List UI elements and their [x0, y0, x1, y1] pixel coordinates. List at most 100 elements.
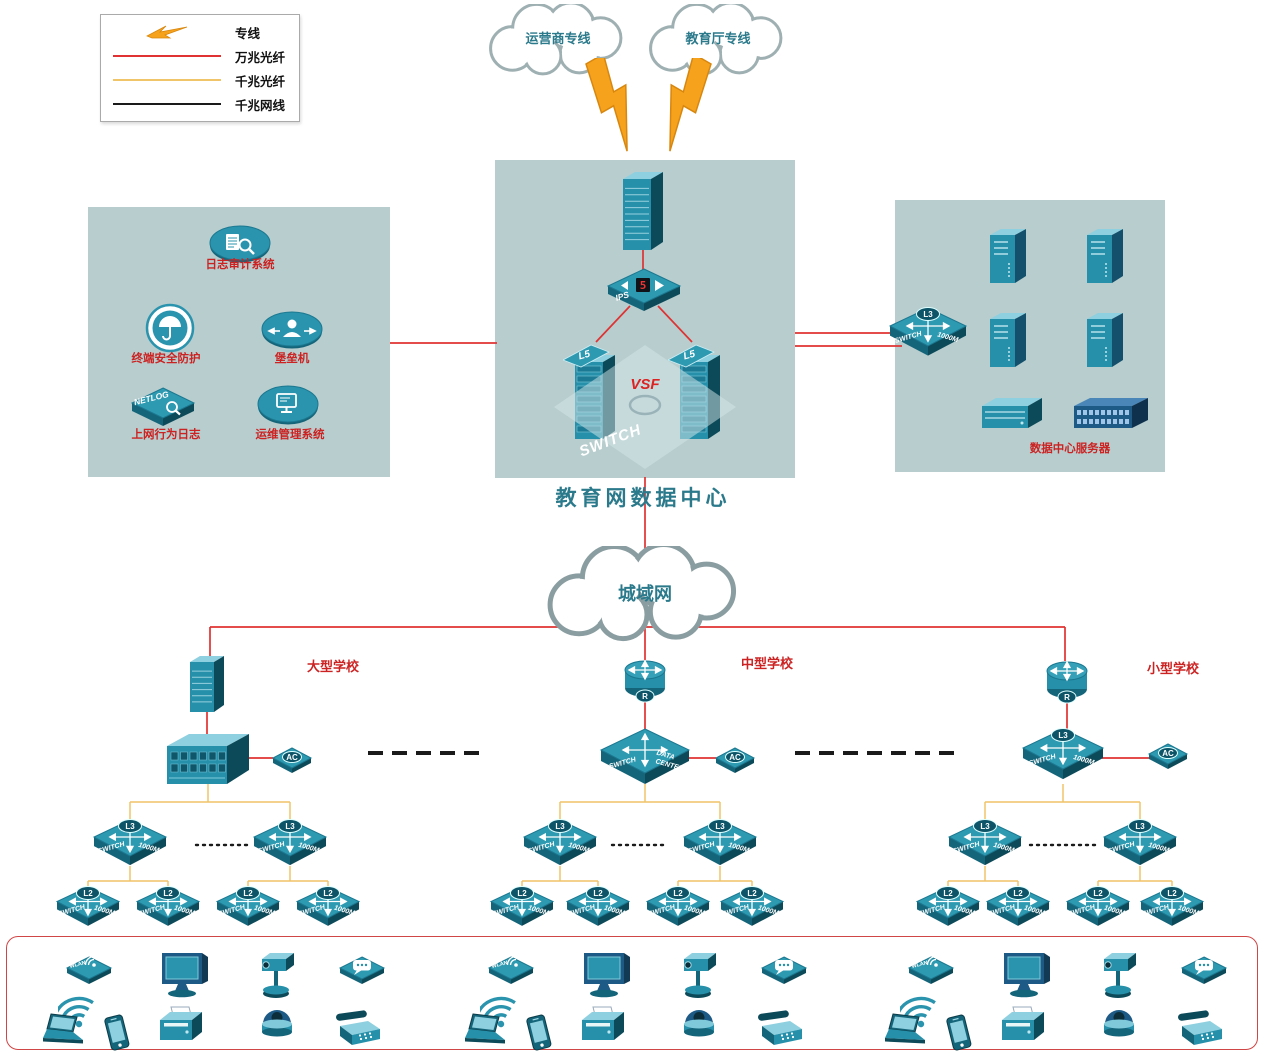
cloud-isp-label: 运营商专线: [525, 31, 591, 46]
ip-phone-icon: [754, 1010, 806, 1050]
rack-server: [1085, 312, 1125, 368]
svg-text:WLAN: WLAN: [69, 960, 86, 970]
svg-text:L2: L2: [943, 889, 953, 898]
netlog-icon: NETLOG: [130, 386, 196, 430]
log-audit-icon: [208, 224, 272, 264]
school-core-device: [165, 732, 251, 786]
legend-label: 千兆网线: [235, 98, 286, 113]
rack-server: [988, 312, 1028, 368]
svg-text:L5: L5: [577, 349, 592, 363]
ops-management-icon: [256, 384, 320, 426]
netlog-label: 上网行为日志: [131, 429, 201, 441]
cloud-edu: 教育厅专线: [642, 1, 794, 78]
wireless-controller: AC: [714, 742, 756, 776]
svg-text:AC: AC: [1162, 749, 1174, 758]
cloud-shape: [482, 1, 634, 78]
svg-text:5: 5: [640, 279, 647, 292]
laptop-icon: [40, 1012, 94, 1048]
svg-text:L5: L5: [682, 349, 697, 363]
svg-text:L2: L2: [517, 889, 527, 898]
smartphone-icon: [100, 1012, 134, 1054]
dome-camera-icon: [1097, 1004, 1141, 1044]
svg-text:L2: L2: [163, 889, 173, 898]
svg-text:L2: L2: [83, 889, 93, 898]
firewall-tower: [621, 171, 665, 251]
ops-management-label: 运维管理系统: [255, 429, 325, 441]
school-name-medium: 中型学校: [740, 656, 793, 671]
endpoint-group: WLAN: [40, 940, 432, 1052]
school-name-large: 大型学校: [306, 659, 359, 674]
wireless-ap-icon: WLAN: [65, 952, 113, 986]
legend-row-dedicated: 专线: [101, 20, 299, 44]
ptz-camera-icon: [674, 948, 724, 1000]
server-room-label: 数据中心服务器: [1029, 443, 1111, 455]
lightning-bolt-icon: [560, 52, 650, 170]
cloud-isp: 运营商专线: [482, 1, 634, 78]
voice-terminal-icon: [1180, 952, 1228, 986]
dedicated-line-icon: [109, 23, 225, 41]
bastion-host-label: 堡垒机: [274, 353, 310, 365]
terminal-security-label: 终端安全防护: [131, 353, 201, 365]
legend-label: 专线: [235, 26, 261, 41]
endpoint-group: WLAN: [882, 940, 1265, 1052]
cloud-shape: [535, 542, 755, 644]
endpoint-group: WLAN: [462, 940, 854, 1052]
printer-icon: [154, 1004, 208, 1046]
svg-text:L2: L2: [243, 889, 253, 898]
svg-text:VSF: VSF: [630, 376, 660, 393]
svg-text:L3: L3: [1058, 731, 1068, 740]
copper-1g-line-sample: [113, 103, 221, 105]
school-edge-server: [188, 655, 226, 713]
cloud-man: 城域网: [535, 542, 755, 644]
svg-text:L2: L2: [323, 889, 333, 898]
log-audit-label: 日志审计系统: [205, 259, 275, 271]
smartphone-icon: [942, 1012, 976, 1054]
printer-icon: [576, 1004, 630, 1046]
svg-text:L2: L2: [1013, 889, 1023, 898]
school-router: R: [622, 658, 668, 706]
svg-text:R: R: [1064, 693, 1070, 702]
svg-text:L3: L3: [980, 822, 990, 831]
wireless-ap-icon: WLAN: [907, 952, 955, 986]
desktop-monitor-icon: [158, 950, 212, 998]
desktop-monitor-icon: [580, 950, 634, 998]
desktop-monitor-icon: [1000, 950, 1054, 998]
datacenter-title: 教育网数据中心: [555, 487, 731, 510]
legend-row-1g-fiber: 千兆光纤: [101, 68, 299, 92]
ptz-camera-icon: [1094, 948, 1144, 1000]
school-name-small: 小型学校: [1146, 661, 1199, 676]
legend-label: 千兆光纤: [235, 74, 286, 89]
endpoint-frame: [6, 936, 1258, 1050]
dome-camera-icon: [255, 1004, 299, 1044]
svg-text:L3: L3: [715, 822, 725, 831]
svg-text:L3: L3: [125, 822, 135, 831]
wireless-controller: AC: [271, 742, 313, 776]
lightning-bolt-icon: [645, 52, 735, 170]
ip-phone-icon: [1174, 1010, 1226, 1050]
laptop-icon: [462, 1012, 516, 1048]
laptop-icon: [882, 1012, 936, 1048]
cloud-man-label: 城域网: [618, 584, 672, 604]
svg-text:WLAN: WLAN: [911, 960, 928, 970]
svg-text:L2: L2: [747, 889, 757, 898]
school-router: R: [1044, 659, 1090, 707]
svg-text:L2: L2: [1093, 889, 1103, 898]
